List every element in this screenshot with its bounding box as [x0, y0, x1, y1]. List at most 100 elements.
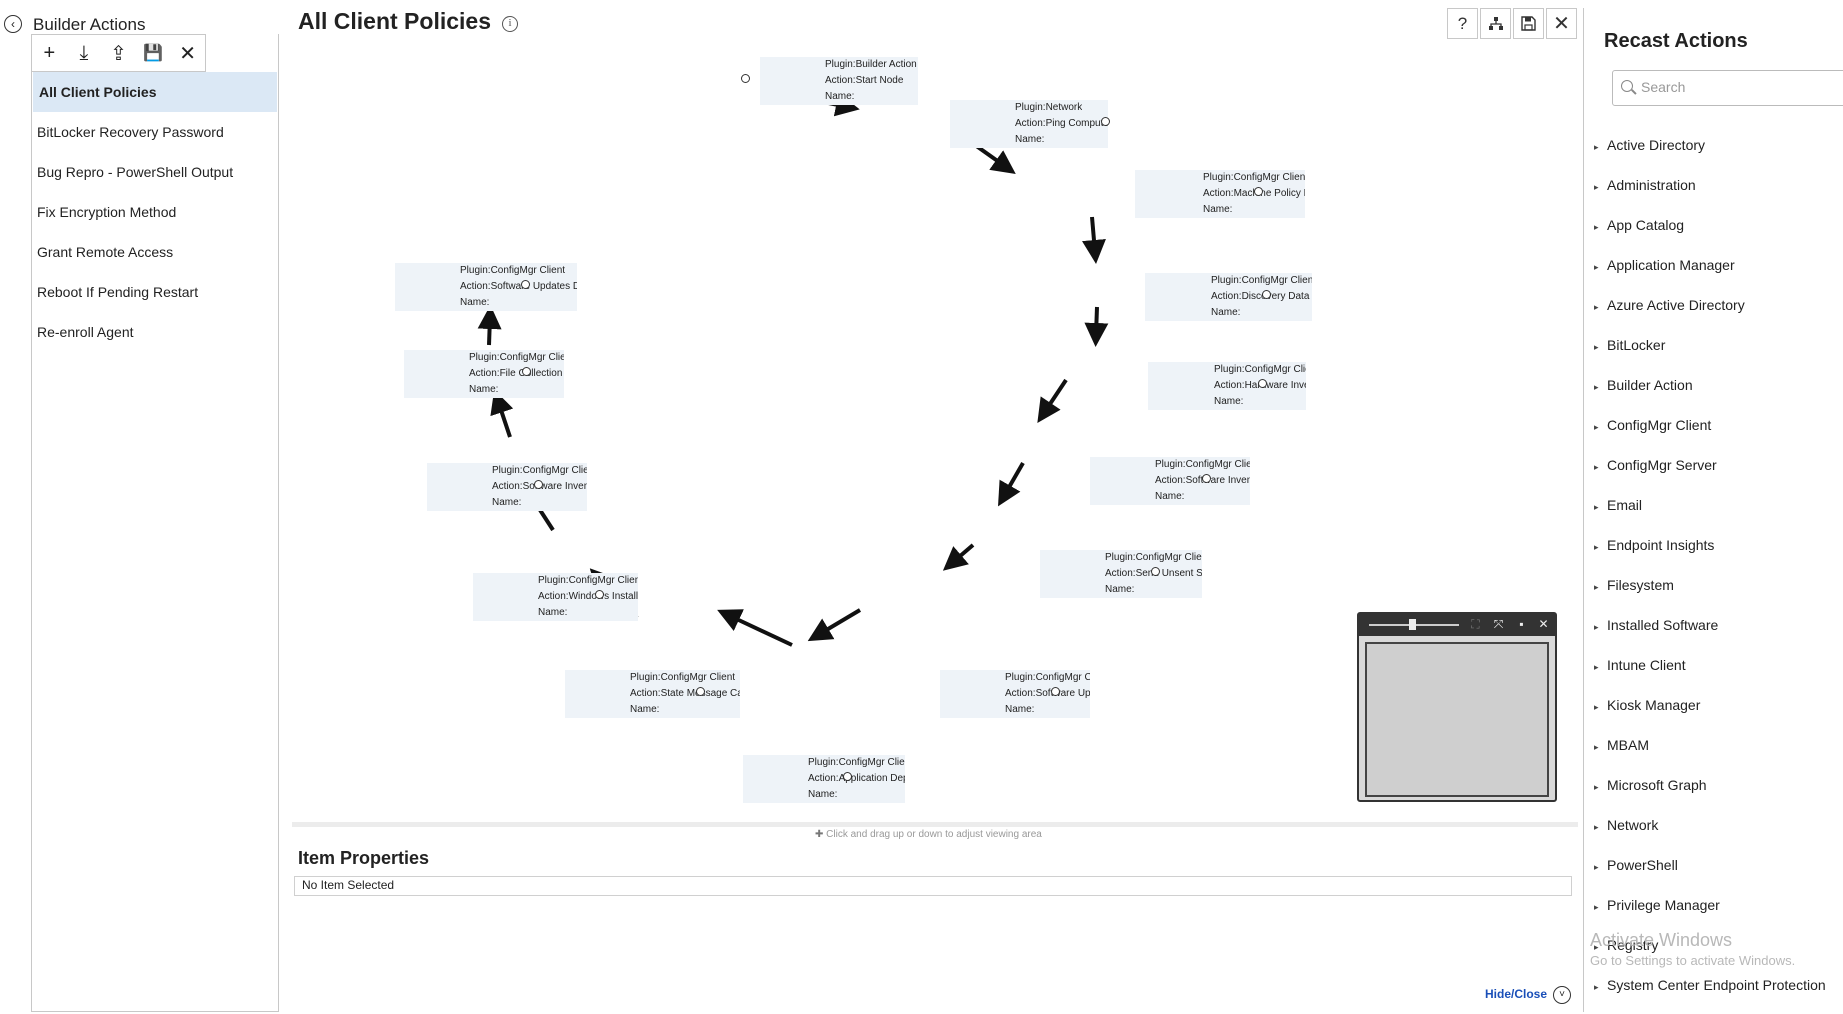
node-output-port[interactable] — [741, 74, 750, 83]
help-button[interactable]: ? — [1447, 8, 1478, 39]
expand-caret-icon[interactable]: ▸ — [1594, 382, 1599, 392]
policy-item[interactable]: BitLocker Recovery Password — [37, 124, 224, 140]
node-output-port[interactable] — [1151, 567, 1160, 576]
expand-caret-icon[interactable]: ▸ — [1594, 302, 1599, 312]
fullscreen-icon[interactable]: ⛶ — [1471, 617, 1480, 631]
expand-caret-icon[interactable]: ▸ — [1594, 782, 1599, 792]
category-item[interactable]: ▸Microsoft Graph — [1594, 774, 1843, 814]
category-item[interactable]: ▸Filesystem — [1594, 574, 1843, 614]
node-output-port[interactable] — [1262, 290, 1271, 299]
expand-caret-icon[interactable]: ▸ — [1594, 622, 1599, 632]
policy-item[interactable]: Fix Encryption Method — [37, 204, 177, 220]
expand-caret-icon[interactable]: ▸ — [1594, 462, 1599, 472]
node-output-port[interactable] — [1051, 687, 1060, 696]
category-item[interactable]: ▸Network — [1594, 814, 1843, 854]
minimap-viewport[interactable] — [1365, 642, 1549, 797]
expand-caret-icon[interactable]: ▸ — [1594, 262, 1599, 272]
search-box[interactable] — [1612, 70, 1843, 106]
save-diagram-button[interactable] — [1513, 8, 1544, 39]
workflow-node[interactable]: Plugin:ConfigMgr ClientAction:Discovery … — [1145, 273, 1312, 321]
import-button[interactable]: ⤓ — [67, 35, 102, 71]
expand-caret-icon[interactable]: ▸ — [1594, 142, 1599, 152]
info-icon[interactable]: i — [502, 16, 518, 32]
category-item[interactable]: ▸ConfigMgr Client — [1594, 414, 1843, 454]
node-output-port[interactable] — [696, 687, 705, 696]
delete-button[interactable]: ✕ — [170, 35, 205, 71]
category-item[interactable]: ▸BitLocker — [1594, 334, 1843, 374]
category-item[interactable]: ▸Endpoint Insights — [1594, 534, 1843, 574]
expand-caret-icon[interactable]: ▸ — [1594, 742, 1599, 752]
node-output-port[interactable] — [1254, 187, 1263, 196]
chevron-down-icon[interactable]: ˅ — [1553, 986, 1571, 1004]
save-button[interactable]: 💾 — [136, 35, 171, 71]
export-button[interactable]: ⇪ — [101, 35, 136, 71]
minimize-icon[interactable]: ▪ — [1519, 617, 1524, 631]
expand-caret-icon[interactable]: ▸ — [1594, 662, 1599, 672]
minimap-close-icon[interactable]: ✕ — [1538, 617, 1549, 631]
expand-caret-icon[interactable]: ▸ — [1594, 542, 1599, 552]
node-output-port[interactable] — [521, 280, 530, 289]
policy-item[interactable]: Grant Remote Access — [37, 244, 174, 260]
category-item[interactable]: ▸Email — [1594, 494, 1843, 534]
node-output-port[interactable] — [595, 590, 604, 599]
expand-caret-icon[interactable]: ▸ — [1594, 422, 1599, 432]
category-item[interactable]: ▸MBAM — [1594, 734, 1843, 774]
category-item[interactable]: ▸Privilege Manager — [1594, 894, 1843, 934]
expand-caret-icon[interactable]: ▸ — [1594, 822, 1599, 832]
expand-caret-icon[interactable]: ▸ — [1594, 862, 1599, 872]
expand-caret-icon[interactable]: ▸ — [1594, 182, 1599, 192]
expand-caret-icon[interactable]: ▸ — [1594, 982, 1599, 992]
add-button[interactable]: + — [32, 35, 67, 71]
expand-caret-icon[interactable]: ▸ — [1594, 702, 1599, 712]
workflow-node[interactable]: Plugin:ConfigMgr ClientAction:Applicatio… — [743, 755, 905, 803]
category-item[interactable]: ▸Azure Active Directory — [1594, 294, 1843, 334]
expand-caret-icon[interactable]: ▸ — [1594, 502, 1599, 512]
category-item[interactable]: ▸Administration — [1594, 174, 1843, 214]
hide-close-link[interactable]: Hide/Close — [1485, 987, 1548, 1001]
resize-divider[interactable] — [292, 822, 1578, 827]
node-output-port[interactable] — [1101, 117, 1110, 126]
node-output-port[interactable] — [522, 367, 531, 376]
node-output-port[interactable] — [843, 772, 852, 781]
node-output-port[interactable] — [1202, 474, 1211, 483]
category-item[interactable]: ▸PowerShell — [1594, 854, 1843, 894]
minimap[interactable]: ⛶ ⤧ ▪ ✕ — [1357, 612, 1557, 802]
expand-caret-icon[interactable]: ▸ — [1594, 902, 1599, 912]
node-output-port[interactable] — [1258, 379, 1267, 388]
expand-caret-icon[interactable]: ▸ — [1594, 222, 1599, 232]
category-item[interactable]: ▸Active Directory — [1594, 134, 1843, 174]
policy-item[interactable]: Re-enroll Agent — [37, 324, 134, 340]
category-item[interactable]: ▸Kiosk Manager — [1594, 694, 1843, 734]
policy-item[interactable]: Reboot If Pending Restart — [37, 284, 199, 300]
category-item[interactable]: ▸Installed Software — [1594, 614, 1843, 654]
close-button[interactable]: ✕ — [1546, 8, 1577, 39]
category-item[interactable]: ▸Intune Client — [1594, 654, 1843, 694]
back-arrow-icon[interactable]: ‹ — [4, 15, 22, 33]
expand-caret-icon[interactable]: ▸ — [1594, 342, 1599, 352]
category-item[interactable]: ▸ConfigMgr Server — [1594, 454, 1843, 494]
minimap-zoom-thumb[interactable] — [1409, 619, 1416, 630]
category-item[interactable]: ▸Application Manager — [1594, 254, 1843, 294]
category-item[interactable]: ▸Builder Action — [1594, 374, 1843, 414]
search-input[interactable] — [1639, 78, 1843, 96]
category-item[interactable]: ▸System Center Endpoint Protection — [1594, 974, 1843, 1014]
policy-item[interactable]: All Client Policies — [33, 72, 277, 112]
expand-caret-icon[interactable]: ▸ — [1594, 942, 1599, 952]
policy-item[interactable]: Bug Repro - PowerShell Output — [37, 164, 234, 180]
workflow-button[interactable] — [1480, 8, 1511, 39]
fit-view-icon[interactable]: ⤧ — [1493, 617, 1504, 631]
expand-caret-icon[interactable]: ▸ — [1594, 582, 1599, 592]
